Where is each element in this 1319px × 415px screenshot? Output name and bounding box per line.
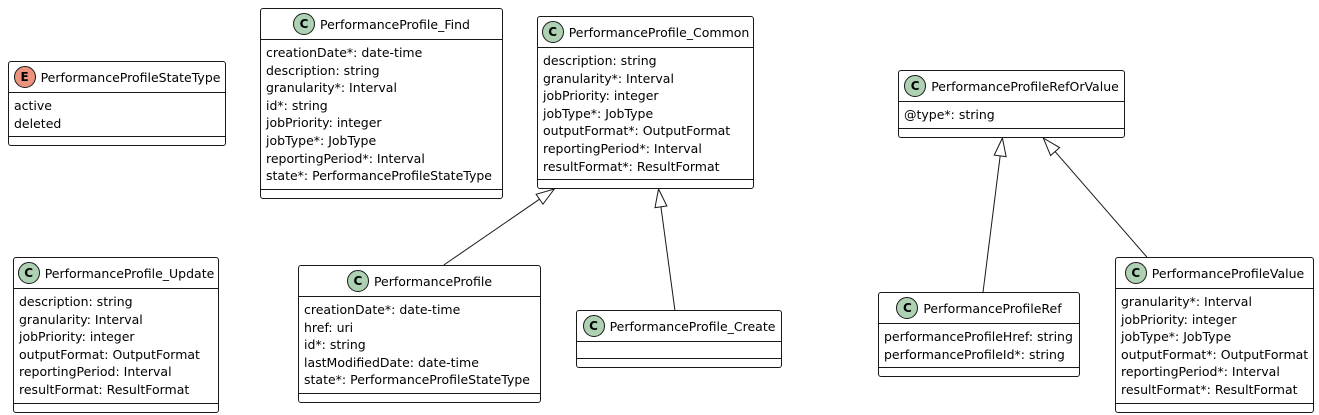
inheritance-line: [660, 206, 676, 311]
class-attribute: description: string: [543, 53, 657, 68]
class-attribute: resultFormat*: ResultFormat: [1121, 381, 1298, 397]
class-stereotype-icon: C: [904, 75, 927, 97]
class-name: PerformanceProfile_Update: [44, 265, 215, 281]
class-attribute: resultFormat: ResultFormat: [19, 381, 190, 397]
class-methods: [1116, 404, 1313, 412]
class-stereotype-icon: C: [896, 297, 919, 319]
class-attributes: active deleted: [9, 93, 225, 138]
class-name: PerformanceProfileValue: [1151, 265, 1305, 281]
class-methods: [261, 190, 502, 198]
class-attribute: outputFormat*: OutputFormat: [1121, 346, 1309, 362]
class-attribute: jobPriority: integer: [543, 88, 659, 104]
class-name: PerformanceProfileRef: [923, 300, 1062, 316]
class-stereotype-icon: C: [17, 262, 40, 284]
class-methods: [538, 180, 753, 188]
class-methods: [299, 394, 540, 402]
class-attributes: creationDate*: date-time href: uri id*: st…: [299, 297, 540, 394]
class-attribute: outputFormat*: OutputFormat: [543, 123, 731, 139]
inheritance-line: [443, 198, 540, 266]
class-name: PerformanceProfile_Create: [609, 318, 776, 334]
class-stereotype-icon: C: [293, 13, 316, 35]
class-methods: [879, 368, 1079, 376]
class-name: PerformanceProfileRefOrValue: [931, 78, 1119, 94]
class-attributes: performanceProfileHref: string performanc…: [879, 324, 1079, 369]
class-attribute: deleted: [14, 115, 62, 131]
class-attribute: jobPriority: integer: [1121, 311, 1237, 327]
class-name: PerformanceProfile_Find: [320, 16, 470, 32]
class-attributes: description: string granularity*: Interva…: [538, 48, 753, 181]
class-attribute: @type*: string: [904, 107, 995, 122]
class-attribute: lastModifiedDate: date-time: [304, 354, 479, 370]
class-attribute: creationDate*: date-time: [304, 302, 461, 317]
class-attribute: jobType*: JobType: [543, 105, 654, 121]
inheritance-arrowhead: [1042, 136, 1061, 157]
class-attribute: granularity*: Interval: [543, 70, 674, 86]
inheritance-arrowhead: [993, 136, 1007, 158]
class-stereotype-icon: C: [1124, 262, 1147, 284]
class-attribute: creationDate*: date-time: [266, 45, 423, 60]
class-attribute: performanceProfileHref: string: [884, 329, 1073, 344]
class-methods: [577, 359, 781, 367]
class-stereotype-icon: C: [541, 21, 564, 43]
class-attribute: jobPriority: integer: [19, 329, 135, 345]
inheritance-line: [982, 155, 1001, 293]
class-attribute: performanceProfileId*: string: [884, 346, 1065, 362]
class-name: PerformanceProfile: [373, 273, 493, 289]
class-attribute: granularity*: Interval: [1121, 294, 1252, 309]
class-methods: [899, 129, 1124, 137]
class-attribute: granularity: Interval: [19, 311, 143, 327]
class-attribute: reportingPeriod*: Interval: [543, 140, 702, 156]
class-attribute: granularity*: Interval: [266, 80, 397, 96]
class-attributes: [577, 342, 781, 359]
class-attribute: reportingPeriod*: Interval: [266, 150, 425, 166]
class-stereotype-icon: C: [582, 315, 605, 337]
class-attribute: jobPriority: integer: [266, 115, 382, 131]
class-methods: [14, 404, 218, 412]
class-attribute: id*: string: [304, 337, 366, 353]
class-methods: [9, 137, 225, 145]
inheritance-arrowhead: [654, 187, 668, 209]
class-attribute: description: string: [19, 294, 133, 309]
class-attribute: reportingPeriod: Interval: [19, 364, 172, 380]
class-attribute: resultFormat*: ResultFormat: [543, 158, 720, 174]
class-attribute: description: string: [266, 62, 380, 78]
class-attributes: description: string granularity: Interval…: [14, 289, 218, 404]
class-attributes: creationDate*: date-time description: str…: [261, 40, 502, 190]
enum-stereotype-icon: E: [13, 66, 36, 88]
class-stereotype-icon: C: [346, 270, 369, 292]
class-attribute: outputFormat: OutputFormat: [19, 346, 200, 362]
class-attribute: jobType*: JobType: [266, 132, 377, 148]
class-attribute: jobType*: JobType: [1121, 329, 1232, 345]
inheritance-arrowhead: [535, 188, 556, 205]
class-name: PerformanceProfileStateType: [40, 69, 221, 85]
class-attribute: state*: PerformanceProfileStateType: [304, 372, 530, 388]
class-attribute: id*: string: [266, 97, 328, 113]
class-attribute: active: [14, 98, 52, 113]
inheritance-line: [1054, 151, 1148, 258]
class-name: PerformanceProfile_Common: [568, 24, 750, 40]
class-attribute: state*: PerformanceProfileStateType: [266, 168, 492, 184]
class-attribute: href: uri: [304, 319, 354, 335]
class-attribute: reportingPeriod*: Interval: [1121, 364, 1280, 380]
class-attributes: granularity*: Interval jobPriority: integ…: [1116, 289, 1313, 404]
class-attributes: @type*: string: [899, 102, 1124, 129]
